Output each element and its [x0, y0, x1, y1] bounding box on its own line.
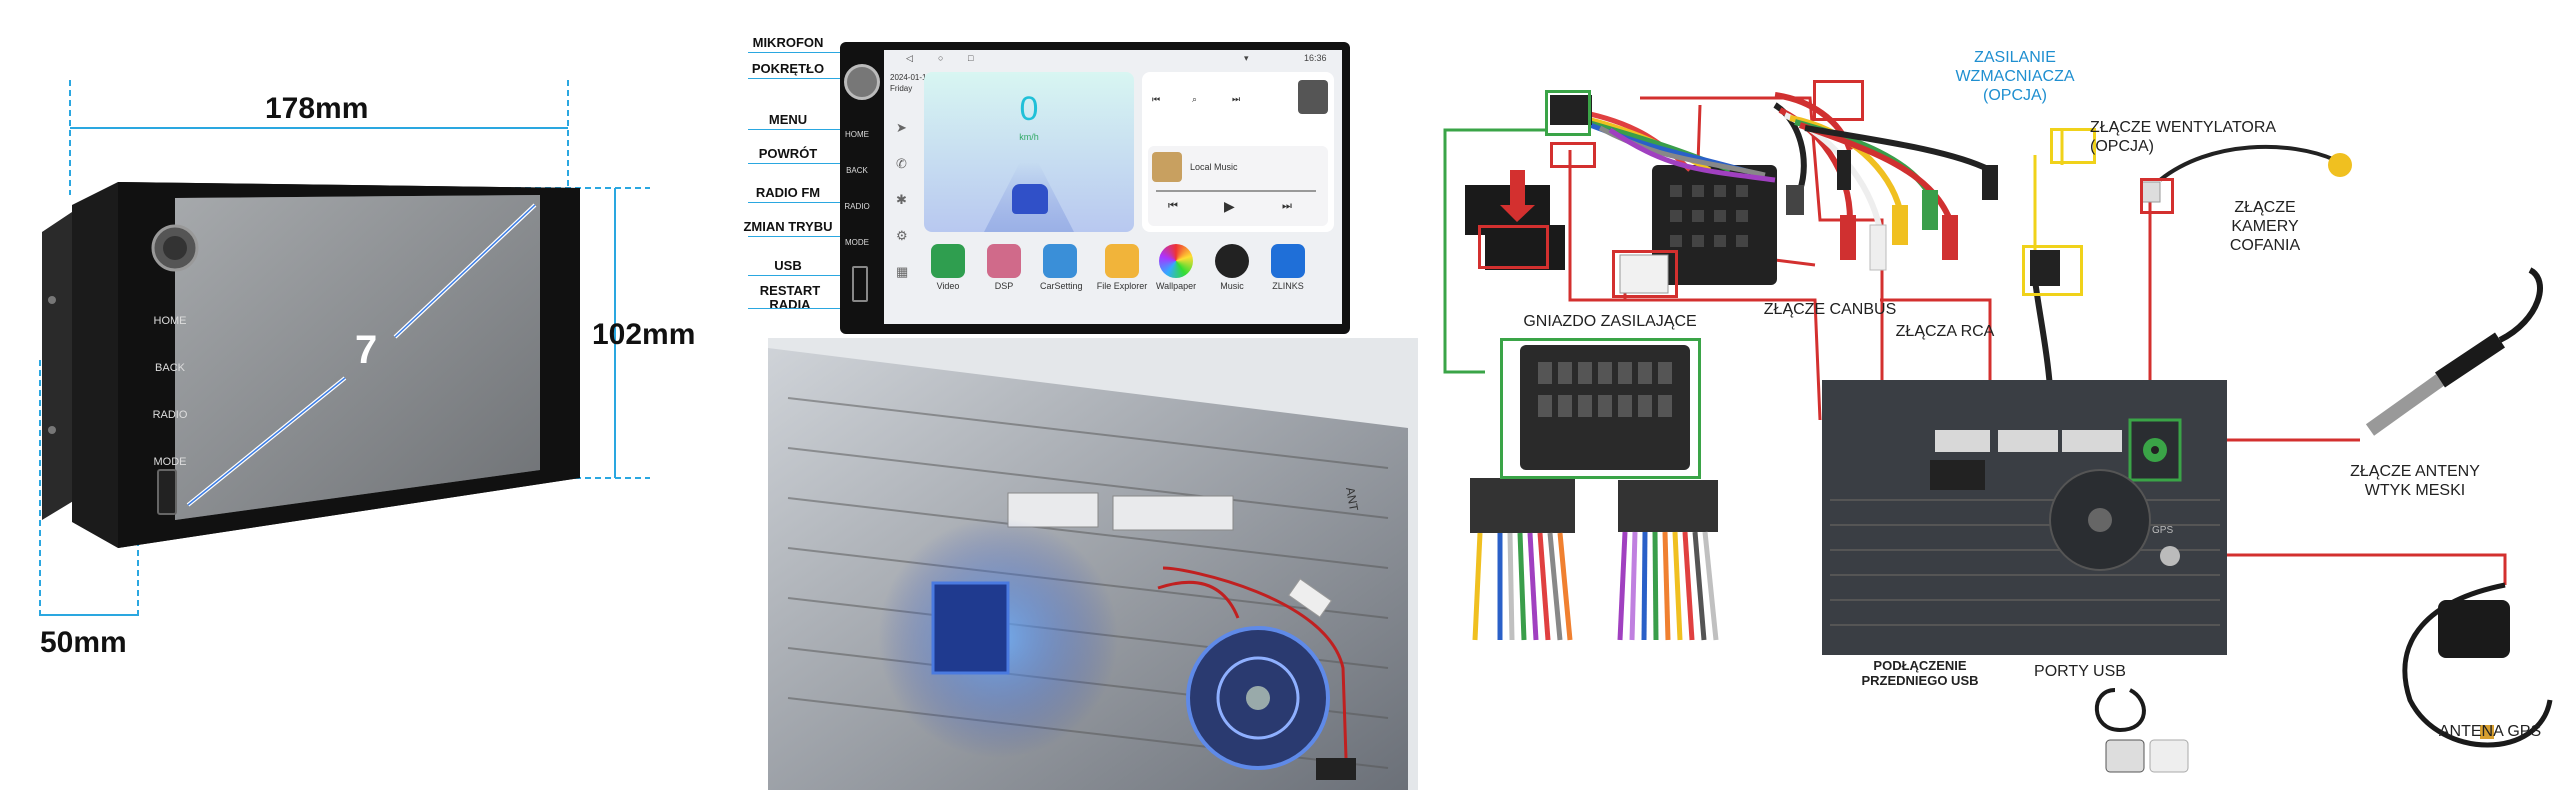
- next-track-icon[interactable]: ⏭: [1232, 94, 1241, 104]
- label-fan: ZŁĄCZE WENTYLATORA (OPCJA): [2090, 119, 2276, 155]
- front-button-radio: RADIO: [152, 409, 188, 421]
- home-nav-icon[interactable]: ○: [938, 53, 944, 63]
- bluetooth-icon[interactable]: ✱: [896, 192, 907, 207]
- callout-powrot: POWRÓT: [758, 146, 818, 161]
- ant-marking: ANT: [1343, 486, 1361, 513]
- car-icon: [1012, 184, 1048, 214]
- wiring-diagram: [1443, 92, 2553, 773]
- label-power-socket: GNIAZDO ZASILAJĄCE: [1523, 313, 1697, 330]
- gps-marking: GPS: [2152, 525, 2174, 536]
- volume-knob[interactable]: [844, 64, 880, 100]
- app-video[interactable]: Video: [928, 244, 968, 291]
- next-button-icon[interactable]: ⏭: [1282, 200, 1292, 212]
- label-front-usb: PODŁĄCZENIE PRZEDNIEGO USB: [1861, 658, 1979, 688]
- navigation-icon[interactable]: ➤: [896, 120, 907, 135]
- app-carsetting[interactable]: CarSetting: [1040, 244, 1083, 291]
- wifi-icon: ▾: [1244, 53, 1249, 63]
- front-button-back: BACK: [155, 362, 185, 374]
- callout-zmian-trybu: ZMIAN TRYBU: [743, 219, 833, 234]
- label-amp-power: ZASILANIE WZMACNIACZA (OPCJA): [1955, 49, 2075, 104]
- label-usb-ports: PORTY USB: [2034, 663, 2126, 680]
- app-music[interactable]: Music: [1212, 244, 1252, 291]
- depth-dimension: 50mm: [40, 626, 127, 659]
- label-rca: ZŁĄCZA RCA: [1895, 323, 1995, 340]
- app-dsp[interactable]: DSP: [984, 244, 1024, 291]
- status-time: 16:36: [1304, 53, 1327, 63]
- dimension-drawing: [39, 80, 650, 618]
- music-progress[interactable]: [1156, 190, 1316, 192]
- prev-button-icon[interactable]: ⏮: [1168, 200, 1178, 212]
- status-bar: ◁ ○ □ ▾ 16:36: [884, 50, 1342, 68]
- back-nav-icon[interactable]: ◁: [906, 53, 913, 63]
- music-card[interactable]: ⏮ ⌕ ⏭ Local Music ⏮ ▶ ⏭: [1142, 72, 1334, 232]
- date-block: 2024-01-12 Friday: [890, 72, 931, 94]
- front-view-panel: MIKROFON POKRĘTŁO MENU POWRÓT RADIO FM Z…: [740, 30, 1420, 790]
- play-button-icon[interactable]: ▶: [1224, 198, 1235, 214]
- callout-pokretlo: POKRĘTŁO: [751, 61, 825, 76]
- status-date: 2024-01-12: [890, 73, 931, 82]
- screen-size-label: 7: [355, 328, 378, 372]
- connections-panel: ZASILANIE WZMACNIACZA (OPCJA) ZŁĄCZE WEN…: [1430, 0, 2560, 790]
- search-icon[interactable]: ⌕: [1192, 94, 1198, 104]
- app-zlinks[interactable]: ZLINKS: [1268, 244, 1308, 291]
- status-day: Friday: [890, 84, 913, 93]
- album-art: [1152, 152, 1182, 182]
- label-canbus: ZŁĄCZE CANBUS: [1763, 301, 1897, 318]
- dimensions-panel: 178mm 102mm 50mm 7 HOME BACK RADIO MODE: [0, 0, 720, 790]
- speed-value: 0: [1019, 90, 1039, 128]
- phone-icon[interactable]: ✆: [896, 156, 907, 171]
- rear-cooling-view: ANT: [768, 338, 1418, 790]
- folder-icon: [1105, 244, 1139, 278]
- radio-front-unit: HOME BACK RADIO MODE ◁ ○ □ ▾ 16:36 2024-…: [840, 42, 1350, 334]
- label-camera: ZŁĄCZE KAMERY COFANIA: [2229, 199, 2301, 254]
- label-gps: ANTENA GPS: [2438, 723, 2542, 740]
- prev-track-icon[interactable]: ⏮: [1152, 94, 1161, 104]
- album-art-small: [1298, 80, 1328, 114]
- video-icon: [931, 244, 965, 278]
- side-button-mode[interactable]: MODE: [840, 228, 874, 256]
- settings-icon[interactable]: ⚙: [896, 228, 908, 243]
- wallpaper-icon: [1159, 244, 1193, 278]
- width-dimension: 178mm: [265, 92, 369, 125]
- app-wallpaper[interactable]: Wallpaper: [1156, 244, 1196, 291]
- app-file-explorer[interactable]: File Explorer: [1096, 244, 1148, 291]
- height-dimension: 102mm: [592, 318, 696, 351]
- label-antenna: ZŁĄCZE ANTENY WTYK MESKI: [2350, 463, 2480, 499]
- callout-mikrofon: MIKROFON: [752, 35, 824, 50]
- speedometer-card[interactable]: 0 km/h: [924, 72, 1134, 232]
- zlinks-icon: [1271, 244, 1305, 278]
- music-disc-icon: [1215, 244, 1249, 278]
- apps-grid-icon[interactable]: ▦: [896, 264, 909, 279]
- quick-icons-column: ➤ ✆ ✱ ⚙ ▦: [896, 110, 908, 290]
- radio-front-buttons: HOME BACK RADIO MODE: [152, 298, 188, 486]
- usb-slot[interactable]: [852, 266, 868, 302]
- side-button-home[interactable]: HOME: [840, 120, 874, 148]
- speed-unit: km/h: [1019, 132, 1039, 142]
- callout-menu: MENU: [768, 112, 808, 127]
- callout-usb: USB: [774, 258, 802, 273]
- front-button-home: HOME: [153, 315, 187, 327]
- radio-screen: ◁ ○ □ ▾ 16:36 2024-01-12 Friday ➤ ✆ ✱ ⚙ …: [884, 50, 1342, 324]
- recent-nav-icon[interactable]: □: [968, 53, 974, 63]
- side-button-back[interactable]: BACK: [840, 156, 874, 184]
- side-button-radio[interactable]: RADIO: [840, 192, 874, 220]
- callout-radio-fm: RADIO FM: [755, 185, 821, 200]
- front-button-mode: MODE: [153, 456, 187, 468]
- car-setting-icon: [1043, 244, 1077, 278]
- dsp-icon: [987, 244, 1021, 278]
- music-label: Local Music: [1190, 162, 1238, 172]
